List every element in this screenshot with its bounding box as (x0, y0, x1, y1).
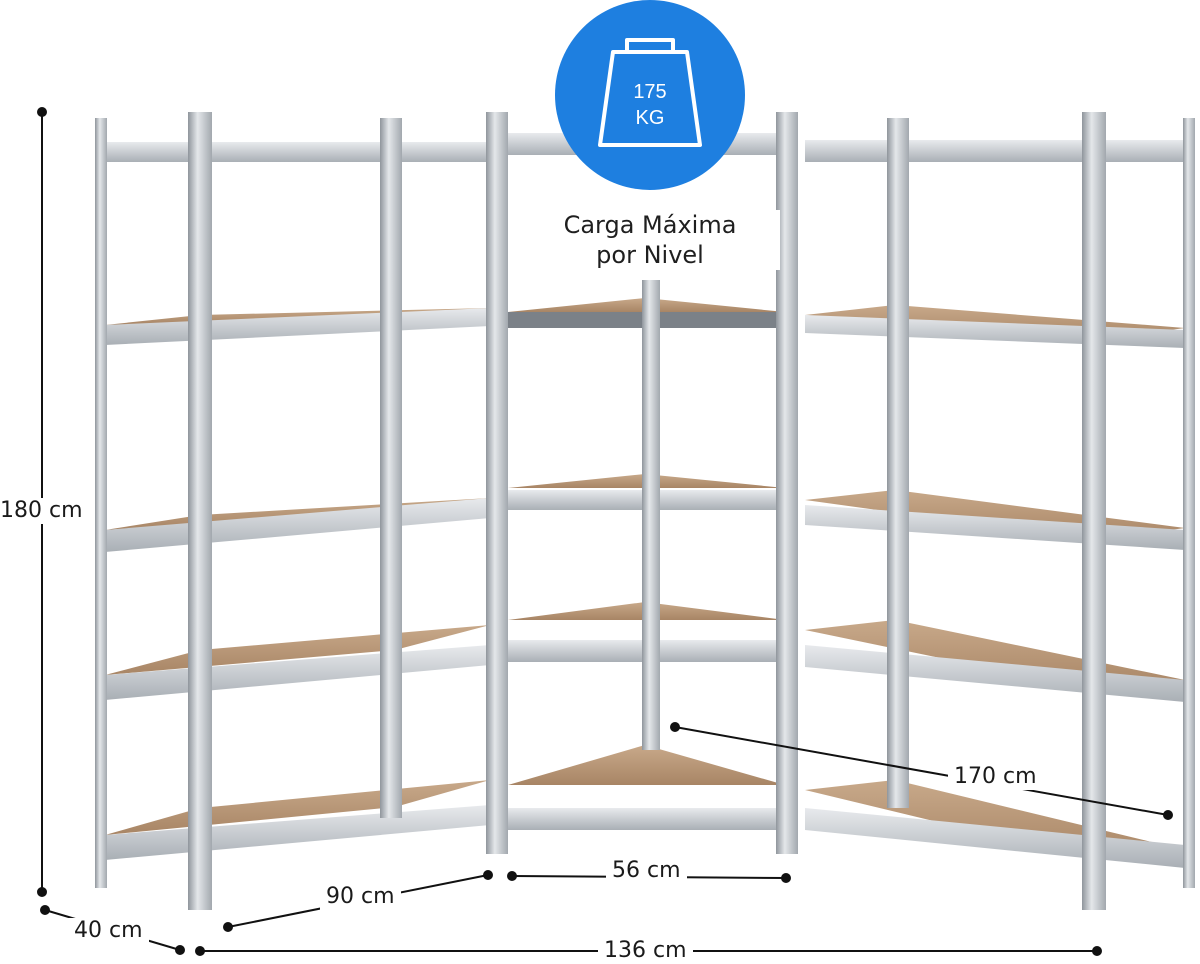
caption-line-2: por Nivel (596, 241, 704, 269)
right-shelf-unit (805, 112, 1195, 910)
badge-caption: Carga Máxima por Nivel (520, 210, 780, 270)
shelf-width-label: 90 cm (320, 884, 401, 910)
max-load-badge: 175 KG (555, 0, 745, 190)
weight-unit: KG (636, 107, 665, 129)
right-length-label: 170 cm (948, 764, 1043, 790)
caption-line-1: Carga Máxima (563, 211, 737, 239)
badge-circle (555, 0, 745, 190)
weight-value: 175 (633, 81, 666, 103)
height-label: 180 cm (0, 498, 89, 524)
corner-width-label: 56 cm (606, 858, 687, 884)
total-width-label: 136 cm (598, 938, 693, 964)
left-shelf-unit (95, 112, 508, 910)
weight-icon (598, 38, 702, 147)
depth-label: 40 cm (68, 918, 149, 944)
